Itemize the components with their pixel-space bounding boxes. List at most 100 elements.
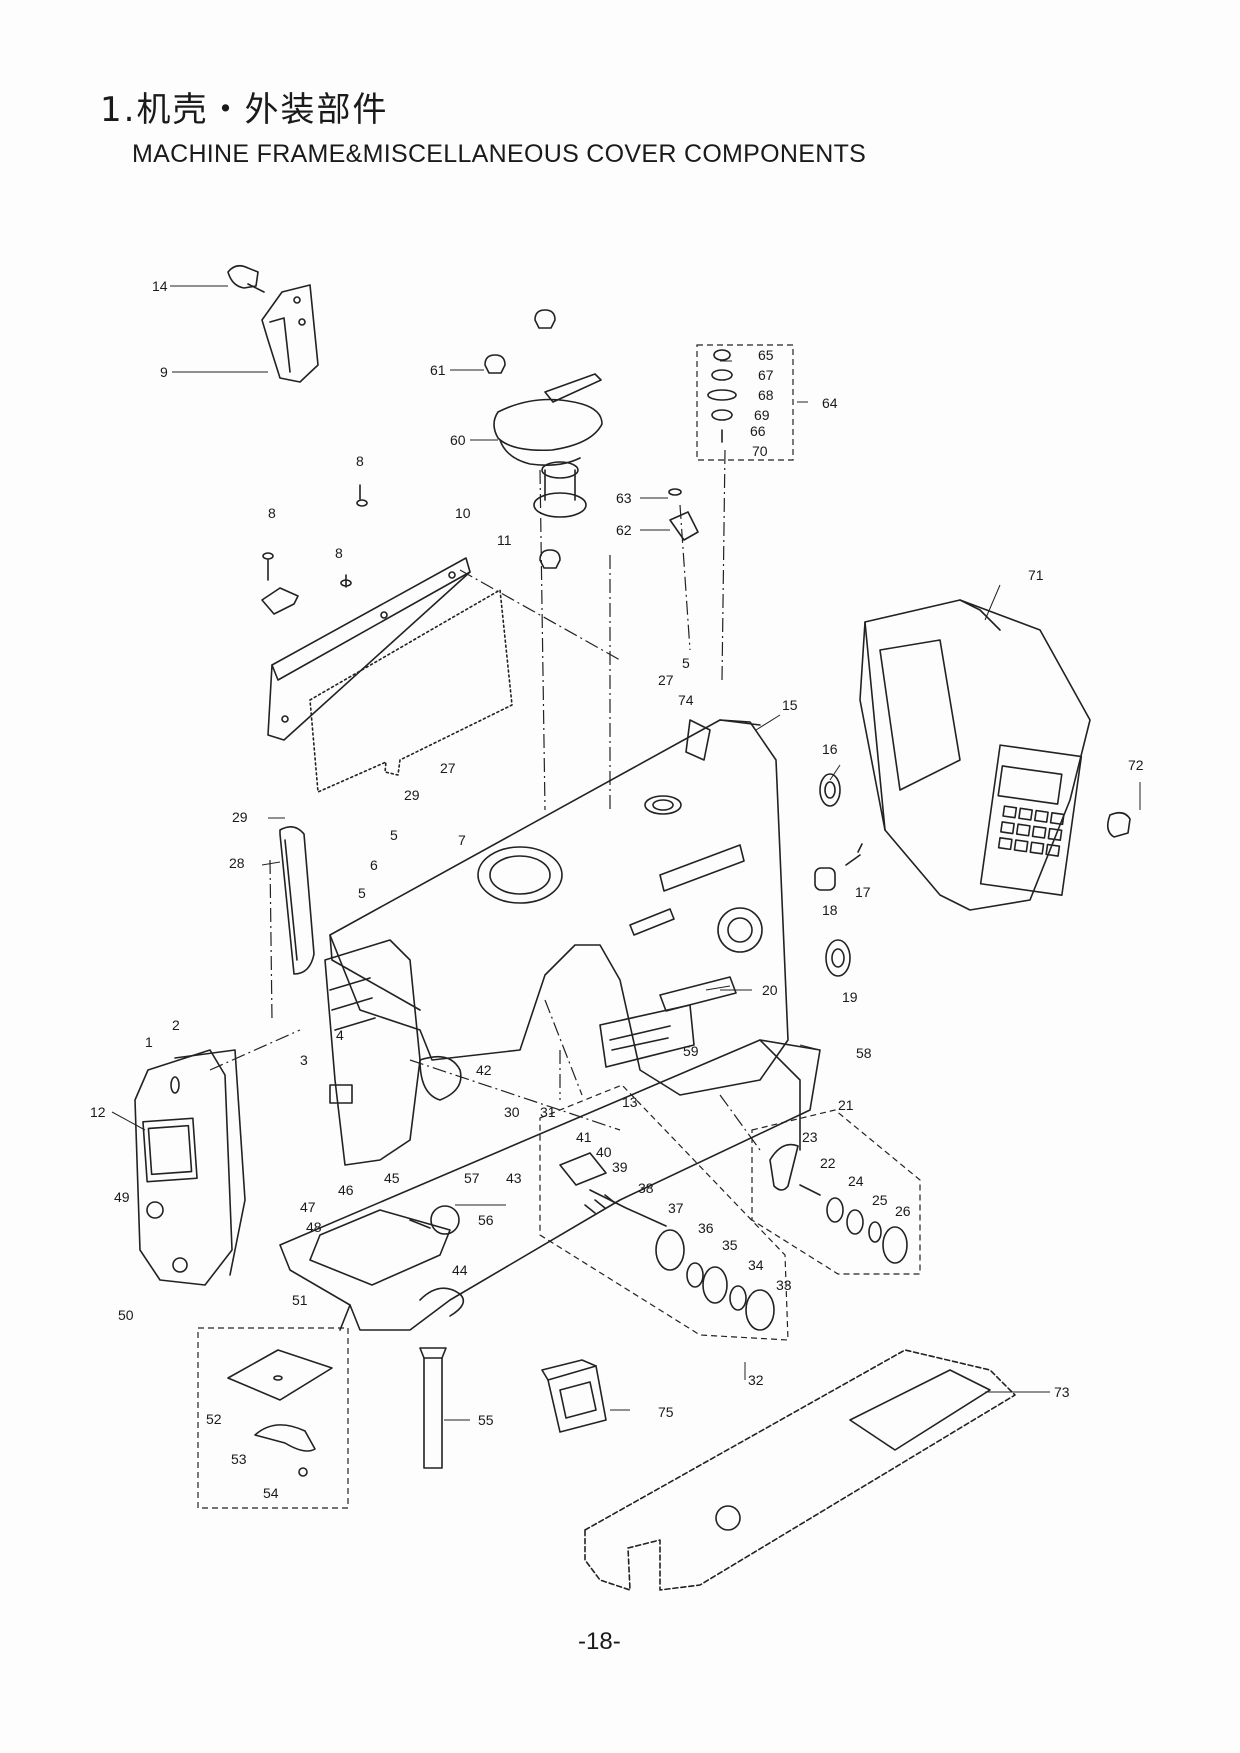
callout-26: 26: [895, 1203, 911, 1219]
callout-69: 69: [754, 407, 770, 423]
callout-28: 28: [229, 855, 245, 871]
callout-58: 58: [856, 1045, 872, 1061]
page-title-english: MACHINE FRAME&MISCELLANEOUS COVER COMPON…: [132, 140, 867, 168]
needle-plate-assembly-drawing: [227, 1347, 447, 1477]
callout-61: 61: [430, 362, 446, 378]
callout-63: 63: [616, 490, 632, 506]
callout-12: 12: [90, 1104, 106, 1120]
callout-4: 4: [336, 1027, 344, 1043]
callout-27b: 27: [440, 760, 456, 776]
tension-assembly-drawing: [559, 1152, 775, 1331]
callout-32: 32: [748, 1372, 764, 1388]
callout-68: 68: [758, 387, 774, 403]
callout-53: 53: [231, 1451, 247, 1467]
callout-41: 41: [576, 1129, 592, 1145]
slide-plate-drawing: [309, 1205, 460, 1286]
front-head-drawing: [324, 939, 462, 1166]
callout-49: 49: [114, 1189, 130, 1205]
bobbin-winder-assembly-drawing: [484, 309, 603, 569]
callout-64: 64: [822, 395, 838, 411]
callout-40: 40: [596, 1144, 612, 1160]
callout-18: 18: [822, 902, 838, 918]
callout-22: 22: [820, 1155, 836, 1171]
callout-57: 57: [464, 1170, 480, 1186]
top-cover-plate-drawing: [267, 557, 513, 793]
callout-71: 71: [1028, 567, 1044, 583]
callout-11: 11: [497, 532, 512, 548]
callout-3: 3: [300, 1052, 308, 1068]
callout-2: 2: [172, 1017, 180, 1033]
callout-52: 52: [206, 1411, 222, 1427]
callout-43: 43: [506, 1170, 522, 1186]
callout-30: 30: [504, 1104, 520, 1120]
callout-45: 45: [384, 1170, 400, 1186]
callout-15: 15: [782, 697, 798, 713]
callout-54: 54: [263, 1485, 279, 1501]
machine-bed-drawing: [279, 1039, 821, 1331]
callout-9: 9: [160, 364, 168, 380]
callout-36: 36: [698, 1220, 714, 1236]
callout-51: 51: [292, 1292, 308, 1308]
callout-16: 16: [822, 741, 838, 757]
page-number: -18-: [578, 1628, 621, 1655]
callout-8c: 8: [335, 545, 343, 561]
callout-65: 65: [758, 347, 774, 363]
callout-38: 38: [638, 1180, 654, 1196]
callout-44: 44: [452, 1262, 468, 1278]
page-title-chinese: 1.机壳・外装部件: [100, 90, 389, 130]
callout-19: 19: [842, 989, 858, 1005]
callout-62: 62: [616, 522, 632, 538]
callout-75: 75: [658, 1404, 674, 1420]
callout-21: 21: [838, 1097, 854, 1113]
machine-arm-casting-drawing: [329, 719, 789, 1096]
callout-13: 13: [622, 1094, 638, 1110]
callout-50: 50: [118, 1307, 134, 1323]
thread-guide-bracket-drawing: [227, 264, 319, 383]
callout-59: 59: [683, 1043, 699, 1059]
callout-55: 55: [478, 1412, 494, 1428]
callout-33: 33: [776, 1277, 792, 1293]
callout-29b: 29: [232, 809, 248, 825]
callout-8a: 8: [356, 453, 364, 469]
callout-67: 67: [758, 367, 774, 383]
callout-39: 39: [612, 1159, 628, 1175]
callout-23: 23: [802, 1129, 818, 1145]
callout-56: 56: [478, 1212, 494, 1228]
callout-8b: 8: [268, 505, 276, 521]
control-box-drawing: [859, 599, 1131, 911]
callout-74: 74: [678, 692, 694, 708]
callout-5b: 5: [390, 827, 398, 843]
hinge-and-screws-drawing: [261, 484, 368, 615]
reverse-lever-parts-drawing: [769, 1143, 908, 1264]
callout-42: 42: [476, 1062, 492, 1078]
callout-46: 46: [338, 1182, 354, 1198]
callout-5a: 5: [682, 655, 690, 671]
callout-14: 14: [152, 278, 168, 294]
callout-10: 10: [455, 505, 471, 521]
callout-24: 24: [848, 1173, 864, 1189]
callout-20: 20: [762, 982, 778, 998]
callout-7: 7: [458, 832, 466, 848]
callout-72: 72: [1128, 757, 1144, 773]
callout-60: 60: [450, 432, 466, 448]
accessory-box-drawing: [541, 1359, 607, 1433]
callout-34: 34: [748, 1257, 764, 1273]
callout-48: 48: [306, 1219, 322, 1235]
callout-35: 35: [722, 1237, 738, 1253]
callout-29a: 29: [404, 787, 420, 803]
callout-66: 66: [750, 423, 766, 439]
callout-73: 73: [1054, 1384, 1070, 1400]
callout-6: 6: [370, 857, 378, 873]
callout-1: 1: [145, 1034, 153, 1050]
callout-25: 25: [872, 1192, 888, 1208]
thread-take-up-cover-drawing: [279, 826, 315, 975]
callout-70: 70: [752, 443, 768, 459]
callout-5c: 5: [358, 885, 366, 901]
callout-37: 37: [668, 1200, 684, 1216]
table-plate-drawing: [584, 1349, 1016, 1591]
callout-17: 17: [855, 884, 871, 900]
callout-47: 47: [300, 1199, 316, 1215]
